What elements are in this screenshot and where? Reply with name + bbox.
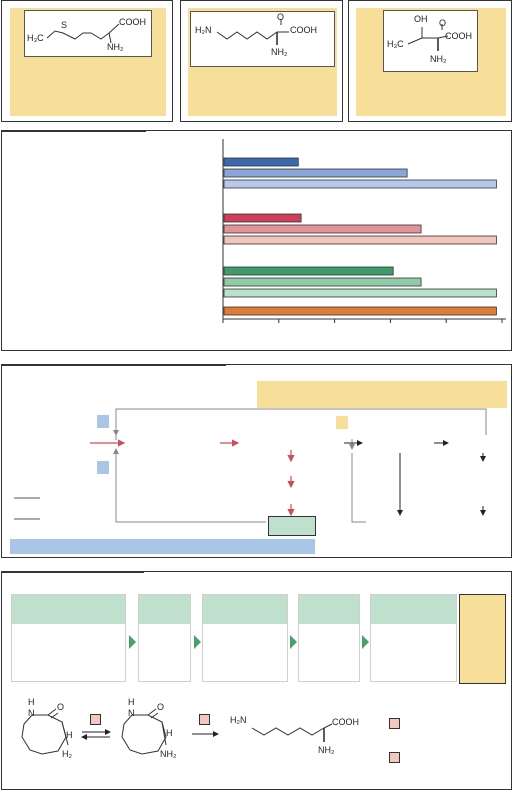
step-arrow-icon bbox=[129, 635, 136, 649]
step-header bbox=[299, 595, 359, 624]
bar bbox=[223, 266, 394, 276]
process-step bbox=[370, 594, 457, 682]
atom-o: O bbox=[57, 702, 65, 712]
process-step bbox=[11, 594, 126, 682]
step-header bbox=[371, 595, 456, 624]
bar bbox=[223, 306, 497, 316]
process-step bbox=[138, 594, 191, 682]
catalyst-marker bbox=[199, 714, 210, 725]
atom-h3c: H₃C bbox=[27, 33, 44, 43]
atom-o: O bbox=[277, 12, 285, 22]
blue-marker bbox=[97, 415, 109, 428]
methionine-skeleton bbox=[46, 23, 120, 44]
atom-h2n: H₂N bbox=[195, 25, 212, 35]
bar bbox=[223, 157, 299, 167]
panel-flow bbox=[1, 364, 512, 558]
legend-swatch bbox=[389, 752, 400, 763]
atom-nh2: NH₂ bbox=[271, 47, 288, 57]
threonine-skeleton bbox=[407, 24, 449, 51]
bar bbox=[223, 277, 422, 287]
atom-h3c: H₃C bbox=[387, 39, 404, 49]
structure-card: OH H₃C O COOH NH₂ bbox=[383, 10, 478, 72]
bar-chart bbox=[222, 139, 506, 323]
legend-swatch bbox=[389, 718, 400, 729]
atom-cooh: COOH bbox=[290, 25, 317, 35]
panel-methionine: H₃C S COOH NH₂ bbox=[1, 0, 173, 122]
atom-s: S bbox=[61, 20, 68, 30]
panel-lysine: H₂N O COOH NH₂ bbox=[180, 0, 343, 122]
step-arrow-icon bbox=[362, 635, 369, 649]
atom-o: O bbox=[439, 18, 447, 28]
bar bbox=[223, 288, 497, 298]
step-header bbox=[139, 595, 190, 624]
process-step bbox=[202, 594, 288, 682]
panel-tab bbox=[1, 571, 144, 573]
panel-process: H N O H H₂ H N O H NH₂ H₂N COOH NH₂ bbox=[1, 571, 512, 790]
catalyst-marker bbox=[90, 714, 101, 725]
atom-nh2: NH₂ bbox=[107, 42, 124, 52]
tan-marker bbox=[336, 416, 348, 429]
atom-oh: OH bbox=[414, 14, 428, 24]
atom-h: H bbox=[128, 697, 135, 707]
bar bbox=[223, 224, 422, 234]
flow-arrows bbox=[14, 408, 487, 523]
structure-card: H₂N O COOH NH₂ bbox=[190, 11, 335, 67]
panel-chart bbox=[1, 130, 512, 351]
panel-threonine: OH H₃C O COOH NH₂ bbox=[348, 0, 512, 122]
atom-n: N bbox=[28, 708, 35, 718]
step-arrow-icon bbox=[290, 635, 297, 649]
lactam-scheme bbox=[21, 708, 333, 755]
atom-h-alpha: H bbox=[66, 730, 73, 740]
header-highlight bbox=[257, 381, 507, 408]
atom-nh2: H₂ bbox=[62, 749, 72, 759]
bottom-bar bbox=[10, 539, 315, 554]
structure-card: H₃C S COOH NH₂ bbox=[24, 10, 152, 57]
atom-n: N bbox=[128, 708, 135, 718]
bar bbox=[223, 168, 408, 178]
atom-h2n: H₂N bbox=[230, 715, 247, 725]
result-box bbox=[459, 594, 506, 684]
atom-nh2: NH₂ bbox=[318, 745, 335, 755]
bar bbox=[223, 179, 497, 189]
atom-cooh: COOH bbox=[119, 17, 146, 27]
atom-o: O bbox=[157, 702, 165, 712]
atom-h: H bbox=[28, 697, 35, 707]
step-arrow-icon bbox=[194, 635, 201, 649]
atom-cooh: COOH bbox=[332, 717, 359, 727]
panel-tab bbox=[1, 364, 226, 366]
step-header bbox=[12, 595, 125, 624]
panel-tab bbox=[1, 130, 146, 132]
atom-nh2: NH₂ bbox=[160, 749, 177, 759]
atom-cooh: COOH bbox=[445, 31, 472, 41]
process-step bbox=[298, 594, 360, 682]
bar bbox=[223, 235, 497, 245]
blue-marker bbox=[97, 461, 109, 474]
atom-h-alpha: H bbox=[166, 728, 173, 738]
product-box bbox=[268, 516, 316, 536]
bar bbox=[223, 213, 302, 223]
atom-nh2: NH₂ bbox=[430, 54, 447, 64]
step-header bbox=[203, 595, 287, 624]
lysine-skeleton bbox=[216, 19, 289, 45]
